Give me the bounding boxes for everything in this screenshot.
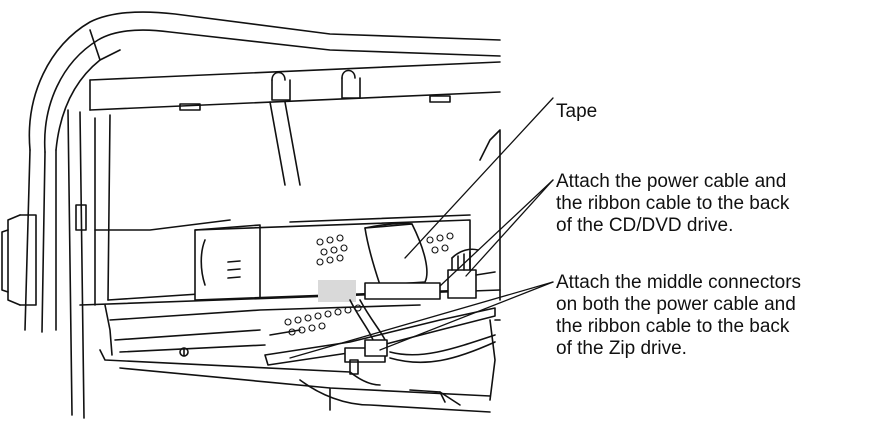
callout-cd-dvd-line-3: of the CD/DVD drive.: [556, 215, 734, 236]
callout-zip: Attach the middle connectors on both the…: [556, 272, 801, 360]
case-side-wall: [1, 109, 87, 419]
cd-dvd-leader-ribbon: [465, 179, 554, 277]
callout-zip-line-3: the ribbon cable to the back: [556, 316, 790, 337]
zip-leader-ribbon: [289, 281, 554, 359]
callout-zip-line-1: Attach the middle connectors: [556, 272, 802, 293]
callout-tape-line-1: Tape: [556, 101, 598, 122]
bay-cutout: [479, 129, 501, 401]
callout-cd-dvd: Attach the power cable and the ribbon ca…: [556, 171, 789, 237]
callout-zip-line-2: on both the power cable and: [556, 294, 796, 315]
cd-dvd-leader-power: [439, 179, 554, 287]
case-handle: [28, 11, 501, 153]
bottom-tray: [99, 349, 491, 413]
callout-tape: Tape: [556, 101, 597, 123]
tape: [364, 222, 428, 286]
callout-cd-dvd-line-2: the ribbon cable to the back: [556, 193, 790, 214]
tape-leader: [404, 97, 554, 259]
ribbon-cable: [264, 299, 496, 366]
callout-leaders: [289, 97, 554, 359]
callout-zip-line-4: of the Zip drive.: [556, 338, 687, 359]
callout-cd-dvd-line-1: Attach the power cable and: [556, 171, 787, 192]
zip-leader-power: [379, 281, 554, 351]
vent-holes-upper: [316, 232, 454, 266]
